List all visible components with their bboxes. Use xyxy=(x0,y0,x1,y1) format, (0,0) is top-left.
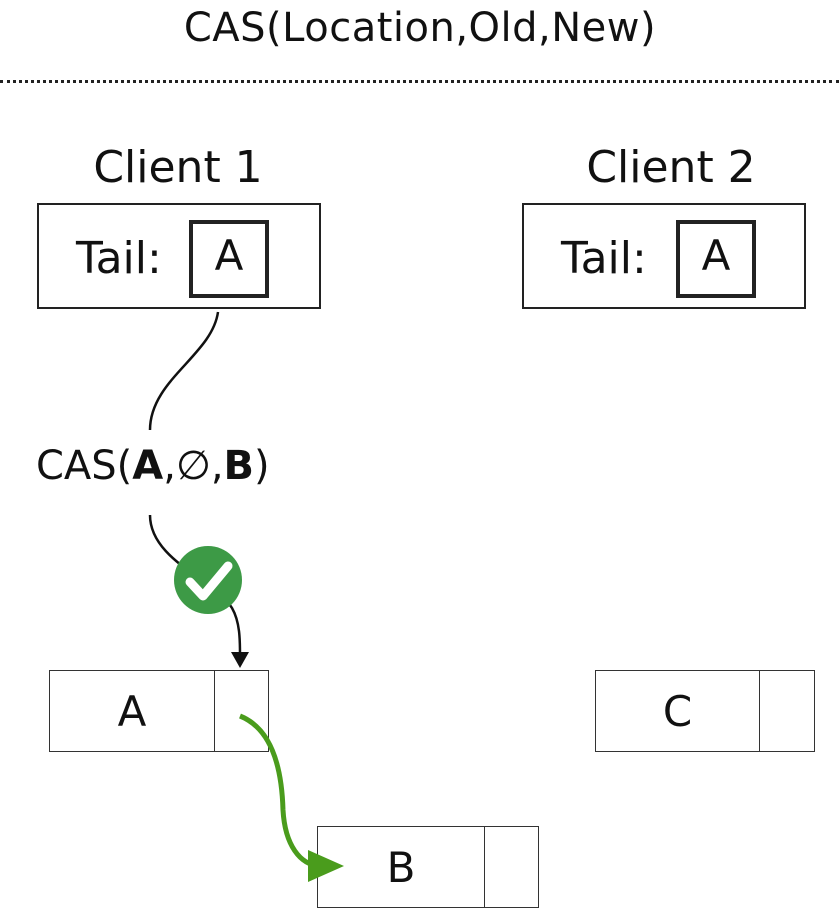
check-circle-icon xyxy=(174,546,242,614)
client-1-tail-label: Tail: xyxy=(76,233,162,284)
client-1-tail-pointer: A xyxy=(189,220,269,298)
node-b-next-slot xyxy=(484,827,539,907)
client-1-label: Client 1 xyxy=(93,142,263,193)
node-b-value: B xyxy=(386,843,416,892)
client-2-tail-label: Tail: xyxy=(561,233,647,284)
node-a-to-node-b-arrowhead xyxy=(308,850,344,882)
node-a-value: A xyxy=(117,687,147,736)
node-a: A xyxy=(49,670,269,752)
node-c: C xyxy=(595,670,815,752)
cas-sep-2: , xyxy=(210,443,224,489)
tail-to-cas-connector xyxy=(148,311,220,431)
diagram-title: CAS(Location,Old,New) xyxy=(183,5,657,51)
title-divider xyxy=(0,80,839,83)
client-2-tail-pointer: A xyxy=(676,220,756,298)
node-b: B xyxy=(317,826,539,908)
client-2-box: Tail: A xyxy=(522,203,806,309)
cas-sep-1: , xyxy=(163,443,176,489)
node-c-next-slot xyxy=(759,671,815,751)
cas-old-value: A xyxy=(132,443,164,489)
cas-new-value: B xyxy=(223,443,255,489)
node-a-to-node-b-link xyxy=(238,713,321,869)
node-a-next-slot xyxy=(214,671,269,751)
cas-operation-label: CAS(A,∅,B) xyxy=(36,440,270,492)
cas-suffix: ) xyxy=(254,443,270,489)
cas-compare-value: ∅ xyxy=(175,443,211,489)
node-c-value: C xyxy=(662,687,693,736)
cas-to-node-a-arrowhead xyxy=(231,652,249,668)
cas-prefix: CAS( xyxy=(36,443,133,489)
client-2-label: Client 2 xyxy=(586,142,756,193)
client-1-box: Tail: A xyxy=(37,203,321,309)
